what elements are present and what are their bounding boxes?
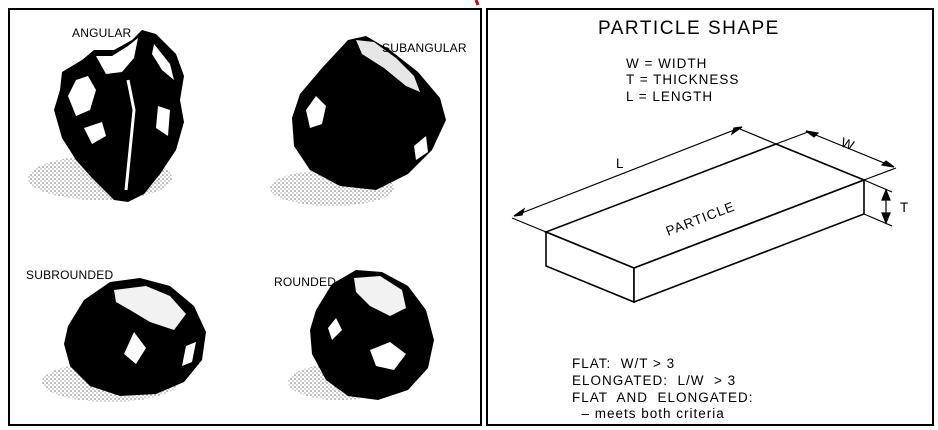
label-angular: ANGULAR xyxy=(72,26,132,40)
criterion-both-note: – meets both criteria xyxy=(572,406,725,421)
rounded-particle: ROUNDED xyxy=(274,270,434,400)
label-subangular: SUBANGULAR xyxy=(382,41,467,55)
label-rounded: ROUNDED xyxy=(274,275,336,289)
criterion-elongated: ELONGATED: L/W > 3 xyxy=(572,373,736,388)
roundness-panel: ANGULAR SUBANGULAR SUBROUNDED xyxy=(8,8,482,426)
subrounded-particle: SUBROUNDED xyxy=(26,268,206,402)
thickness-arrow-bottom xyxy=(882,213,890,223)
subangular-particle: SUBANGULAR xyxy=(270,36,467,206)
width-arrow-front xyxy=(882,161,894,167)
width-arrow-back xyxy=(806,131,818,137)
shape-panel: PARTICLE SHAPE W = WIDTH T = THICKNESS L… xyxy=(486,8,934,426)
definition-length: L = LENGTH xyxy=(626,89,713,104)
shape-illustration: PARTICLE SHAPE W = WIDTH T = THICKNESS L… xyxy=(488,10,932,424)
length-ext-left xyxy=(512,218,546,232)
thickness-label: T xyxy=(900,200,909,215)
definition-thickness: T = THICKNESS xyxy=(626,72,739,87)
length-ext-right xyxy=(740,129,776,144)
length-arrow-left xyxy=(514,209,524,216)
length-arrow-right xyxy=(732,127,742,134)
criterion-flat: FLAT: W/T > 3 xyxy=(572,356,675,371)
width-ext-front xyxy=(864,168,896,180)
thickness-arrow-top xyxy=(882,190,890,200)
angular-particle: ANGULAR xyxy=(28,26,184,202)
red-corner-mark xyxy=(476,0,478,5)
criterion-flat-and-elongated: FLAT AND ELONGATED: xyxy=(572,390,754,405)
label-subrounded: SUBROUNDED xyxy=(26,268,113,282)
shape-title: PARTICLE SHAPE xyxy=(598,18,780,39)
width-ext-back xyxy=(776,132,808,144)
thickness-ext-top xyxy=(864,180,892,192)
thickness-dimension xyxy=(864,180,892,226)
roundness-illustration: ANGULAR SUBANGULAR SUBROUNDED xyxy=(10,10,480,424)
length-label: L xyxy=(616,156,625,171)
definition-width: W = WIDTH xyxy=(626,56,707,71)
